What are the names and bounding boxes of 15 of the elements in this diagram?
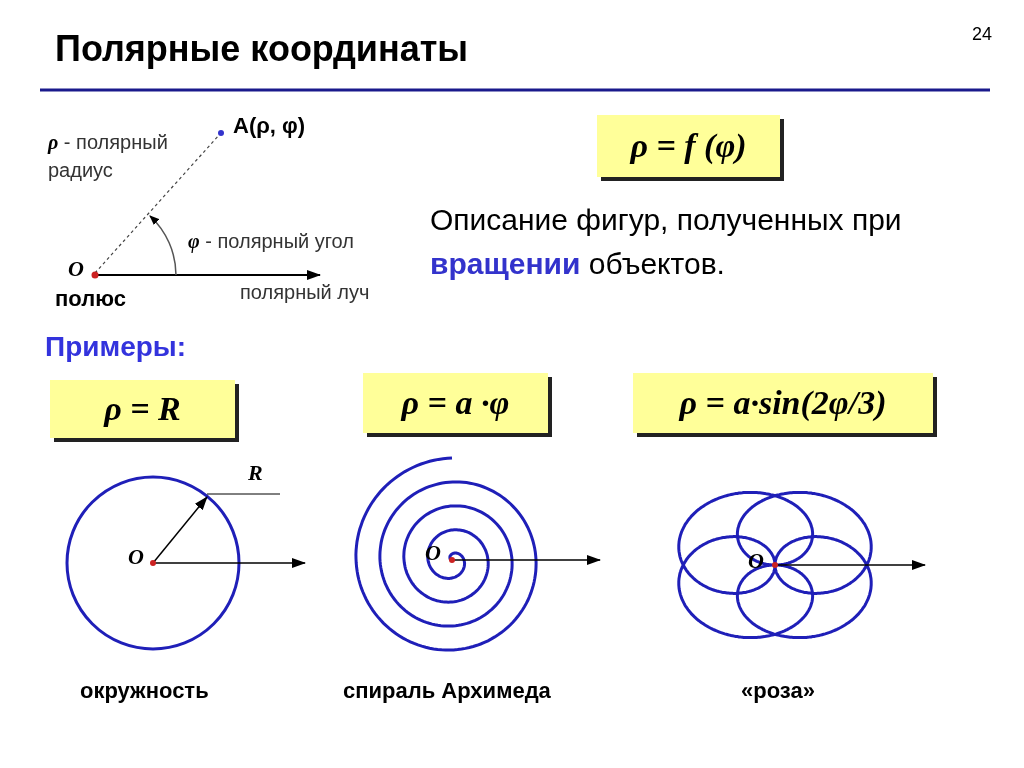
radius-label: R — [248, 460, 263, 486]
ray-caption: полярный луч — [240, 281, 370, 304]
curve-caption: «роза» — [741, 678, 815, 704]
point-label: A(ρ, φ) — [233, 113, 306, 139]
origin-label: O — [68, 256, 84, 282]
axis-caption: ρ - полярный радиус — [48, 130, 169, 183]
description-text: Описание фигур, полученных при вращении объектов. — [430, 202, 903, 282]
slide-title: Полярные координаты — [55, 28, 469, 70]
page-number: 24 — [972, 24, 993, 45]
origin-label: O — [128, 544, 144, 570]
angle-caption: φ - полярный угол — [188, 230, 354, 253]
section-heading: Примеры: — [45, 331, 187, 363]
pole-caption: полюс — [55, 286, 126, 312]
curve-caption: спираль Архимеда — [343, 678, 551, 704]
curve-caption: окружность — [80, 678, 209, 704]
